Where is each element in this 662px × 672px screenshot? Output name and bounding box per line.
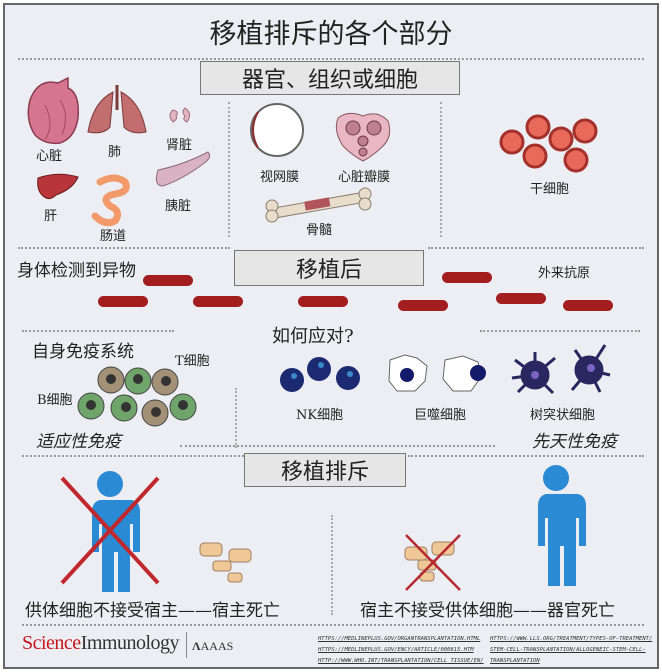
divider — [18, 247, 230, 249]
divider — [186, 632, 187, 658]
label-b-cell: B细胞 — [37, 393, 73, 408]
divider — [440, 102, 442, 237]
divider — [331, 515, 333, 615]
macrophage-icon — [388, 354, 486, 392]
divider — [22, 330, 174, 332]
logo-immunology: Immunology — [80, 632, 180, 654]
antigen-icon — [98, 272, 613, 311]
label-adaptive-immunity: 适应性免疫 — [36, 432, 121, 452]
stem-cell-icon — [499, 114, 598, 173]
label-kidney: 肾脏 — [166, 138, 193, 153]
label-t-cell: T细胞 — [175, 354, 210, 369]
intestine-icon — [91, 174, 130, 227]
label-bone-marrow: 骨髓 — [306, 223, 333, 238]
divider — [408, 455, 644, 457]
liver-icon — [37, 173, 79, 200]
heart-icon — [27, 76, 80, 145]
label-intestine: 肠道 — [100, 229, 127, 244]
reference-urls-right: HTTPS://WWW.LLS.ORG/TREATMENT/TYPES-OF-T… — [490, 634, 652, 667]
nk-cell-icon — [280, 357, 360, 392]
logo-science: Science — [22, 632, 81, 654]
human-figure-icon — [534, 465, 586, 586]
page-title: 移植排斥的各个部分 — [209, 19, 453, 50]
reference-url[interactable]: HTTPS://MEDLINEPLUS.GOV/ORGANTRANSPLANTA… — [318, 636, 481, 642]
science-immunology-logo: ScienceImmunology — [22, 632, 180, 655]
label-innate-immunity: 先天性免疫 — [532, 432, 617, 452]
label-own-immune-system: 自身免疫系统 — [32, 342, 134, 362]
section-rejection-heading: 移植排斥 — [244, 453, 406, 487]
pancreas-icon — [155, 151, 211, 187]
retina-icon — [250, 103, 304, 157]
reference-url[interactable]: HTTPS://WWW.LLS.ORG/TREATMENT/TYPES-OF-T… — [490, 636, 653, 642]
aaas-logo: ΛAAAS — [192, 639, 233, 654]
label-dendritic-cell: 树突状细胞 — [530, 408, 596, 423]
kidney-icon — [169, 107, 191, 123]
reference-url[interactable]: TRANSPLANTATION — [490, 658, 540, 664]
label-retina: 视网膜 — [260, 170, 300, 185]
divider — [180, 445, 495, 447]
divider — [22, 455, 244, 457]
label-heart-valve: 心脏瓣膜 — [338, 170, 391, 185]
divider — [228, 102, 230, 237]
label-macrophage: 巨噬细胞 — [414, 408, 467, 423]
label-lung: 肺 — [108, 145, 122, 160]
caption-organ-death: 宿主不接受供体细胞——器官死亡 — [360, 601, 615, 621]
divider — [480, 330, 640, 332]
section-after-transplant-heading: 移植后 — [234, 250, 424, 286]
divider — [22, 624, 644, 626]
reference-url[interactable]: HTTPS://MEDLINEPLUS.GOV/ENCY/ARTICLE/000… — [318, 647, 474, 653]
section-organs-heading: 器官、组织或细胞 — [200, 61, 460, 95]
caption-host-death: 供体细胞不接受宿主——宿主死亡 — [25, 601, 280, 621]
cross-icon — [60, 476, 160, 585]
label-liver: 肝 — [44, 209, 58, 224]
reference-url[interactable]: HTTP://WWW.WHO.INT/TRANSPLANTATION/CELL_… — [318, 658, 484, 664]
cross-icon — [405, 534, 461, 591]
label-pancreas: 胰脏 — [165, 199, 192, 214]
donor-cells-icon — [199, 542, 252, 583]
logo-aaas: AAAS — [200, 639, 234, 653]
bone-marrow-icon — [265, 187, 372, 223]
label-nk-cell: NK细胞 — [296, 408, 344, 423]
divider — [428, 247, 644, 249]
divider — [18, 58, 644, 60]
reference-url[interactable]: STEM-CELL-TRANSPLANTATION/ALLOGENEIC-STE… — [490, 647, 646, 653]
divider — [235, 388, 237, 448]
heart-valve-icon — [335, 112, 391, 162]
label-detect-foreign: 身体检测到异物 — [17, 261, 136, 281]
label-heart: 心脏 — [36, 149, 63, 164]
reference-urls-left: HTTPS://MEDLINEPLUS.GOV/ORGANTRANSPLANTA… — [318, 634, 484, 667]
aaas-icon: Λ — [192, 639, 201, 653]
lungs-icon — [87, 85, 147, 134]
label-stem-cell: 干细胞 — [530, 182, 570, 197]
dendritic-cell-icon — [511, 344, 611, 395]
label-how-respond: 如何应对? — [272, 326, 354, 347]
human-figure-icon — [88, 471, 140, 592]
label-foreign-antigen: 外来抗原 — [538, 266, 591, 281]
